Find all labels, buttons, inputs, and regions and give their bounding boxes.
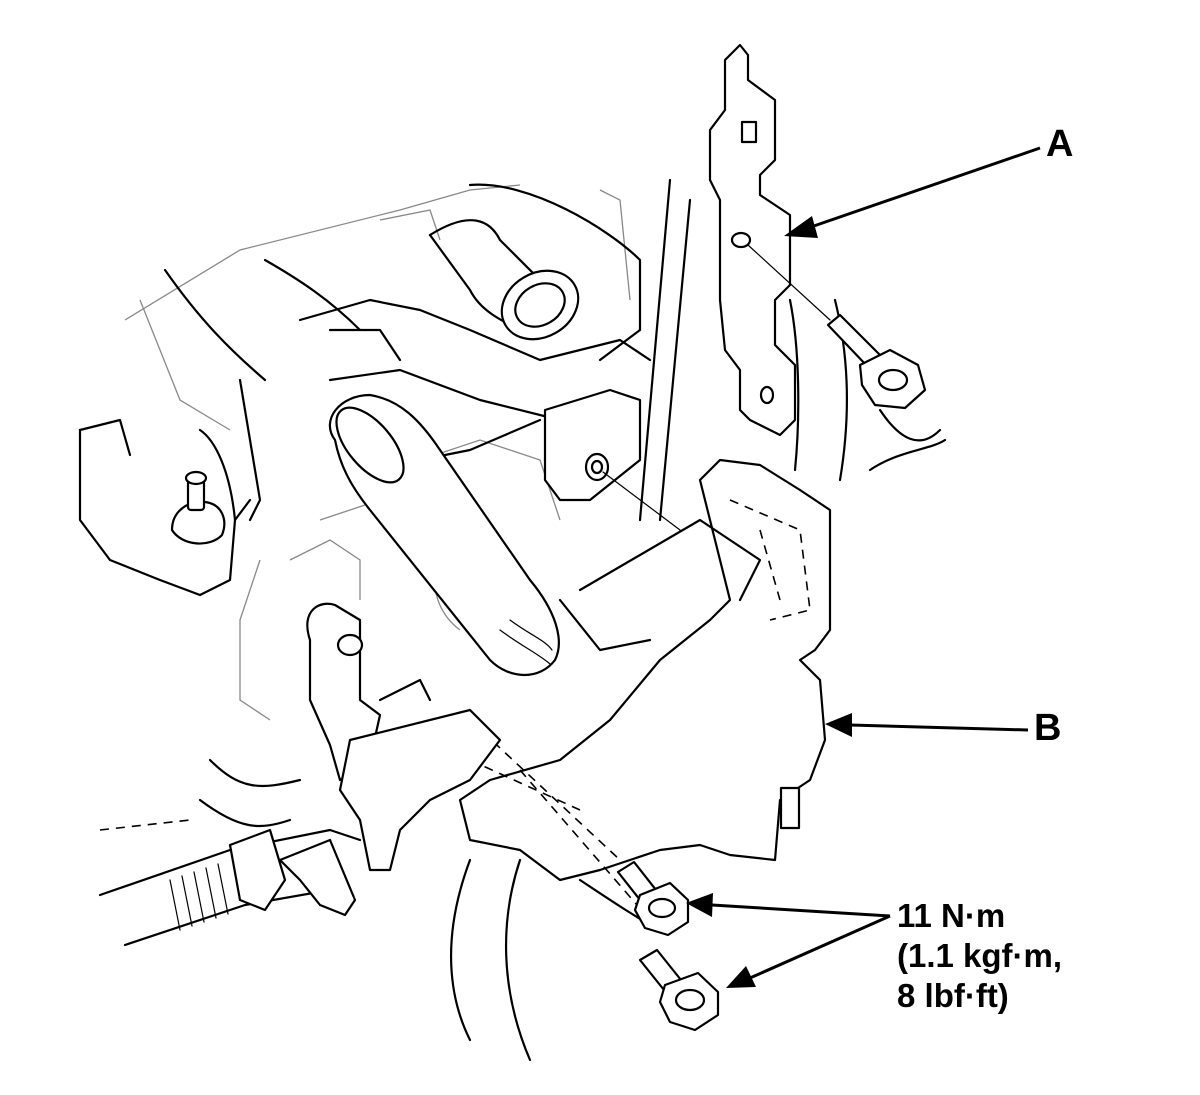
arrow-head-upper-bolt [686,893,713,917]
corrugated-hose [98,819,362,947]
lower-bolt-upper [616,860,690,937]
torque-spec-line-2: (1.1 kgf·m, [897,937,1063,974]
coolant-pipe-upper [428,183,642,362]
arrow-to-upper-bolt [711,903,891,918]
arrow-head-b [825,713,852,737]
coolant-pipe-main [328,393,560,677]
bracket-a [708,43,831,437]
bolt-bracket-a [826,313,927,410]
arrow-head-lower-bolt [726,966,756,988]
stud-bolt [170,470,226,545]
arrow-to-a [807,146,1041,230]
lower-hoses [198,758,662,1062]
bracket-b [458,458,832,882]
engine-housing [78,258,362,597]
callout-arrows [686,146,1041,988]
mounting-block [543,388,681,531]
engine-block-outline [124,184,631,721]
torque-spec: 11 N·m (1.1 kgf·m, 8 lbf·ft) [897,896,1062,1016]
callout-label-a: A [1046,123,1074,165]
lower-left-bracket [306,602,502,872]
callout-label-b: B [1034,707,1062,749]
arrow-to-b [849,723,1029,732]
torque-spec-line-3: 8 lbf·ft) [897,977,1009,1014]
arrow-to-lower-bolt [749,914,891,980]
lower-bolt-lower [638,948,720,1032]
torque-spec-line-1: 11 N·m [897,897,1006,934]
arrow-head-a [784,216,818,238]
